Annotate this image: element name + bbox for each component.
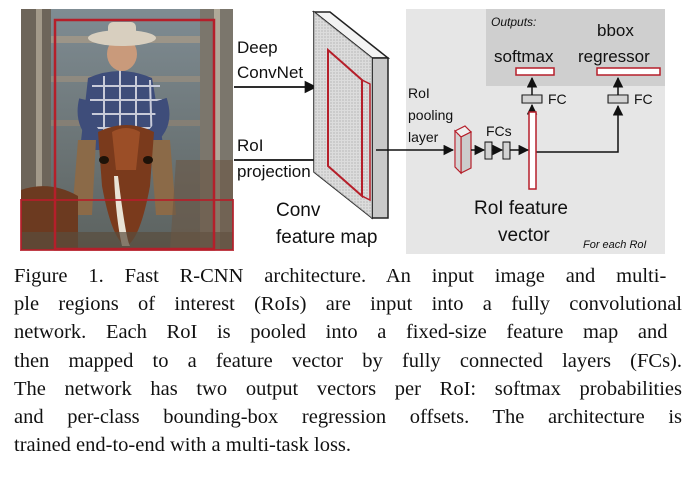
roi-pooling-label: RoI <box>408 85 430 101</box>
fc-left-label: FC <box>548 91 567 107</box>
roi-pooled-feature-map <box>453 125 473 175</box>
fast-rcnn-diagram: Deep ConvNet RoI projection Conv feature… <box>20 9 665 254</box>
figure-caption: Figure 1. Fast R-CNN architecture. An in… <box>14 262 682 459</box>
fc-block-2 <box>502 141 511 160</box>
roi-projection-label: RoI <box>237 136 263 155</box>
caption-line: The network has two output vectors per R… <box>14 377 682 400</box>
fc-block-1 <box>484 141 493 160</box>
outputs-label: Outputs: <box>491 15 536 29</box>
conv-feature-map-label-2: feature map <box>276 227 377 248</box>
roi-projection-label-2: projection <box>237 162 311 181</box>
conv-feature-map-label: Conv <box>276 200 321 221</box>
softmax-output-vector <box>515 67 555 76</box>
deep-convnet-label-2: ConvNet <box>237 63 303 82</box>
caption-line: trained end-to-end with a multi-task los… <box>14 434 352 457</box>
input-image <box>21 9 233 250</box>
fc-bbox-block <box>607 94 629 104</box>
fc-softmax-block <box>521 94 543 104</box>
caption-line: network. Each RoI is pooled into a fixed… <box>14 321 668 344</box>
bbox-output-vector <box>596 67 661 76</box>
bbox-regressor-label: bbox <box>597 21 634 40</box>
roi-feature-vector <box>528 111 537 190</box>
bbox-regressor-label-2: regressor <box>578 47 650 66</box>
caption-line: and per-class bounding-box regression of… <box>14 406 682 429</box>
roi-feature-vector-label-2: vector <box>498 225 550 246</box>
for-each-roi-label: For each RoI <box>583 239 647 251</box>
caption-line: ple regions of interest (RoIs) are input… <box>14 293 682 316</box>
roi-feature-vector-label: RoI feature <box>474 198 568 219</box>
feature-map-roi-side <box>361 78 371 202</box>
roi-box-horse <box>20 199 234 251</box>
caption-line: then mapped to a feature vector by fully… <box>14 349 682 372</box>
softmax-label: softmax <box>494 47 554 66</box>
deep-convnet-label: Deep <box>237 38 278 57</box>
roi-pooling-label-3: layer <box>408 129 439 145</box>
fcs-label: FCs <box>486 123 512 139</box>
roi-pooling-label-2: pooling <box>408 107 453 123</box>
caption-line: Figure 1. Fast R-CNN architecture. An in… <box>14 265 667 287</box>
fc-right-label: FC <box>634 91 653 107</box>
feature-to-fc-right <box>532 104 624 153</box>
